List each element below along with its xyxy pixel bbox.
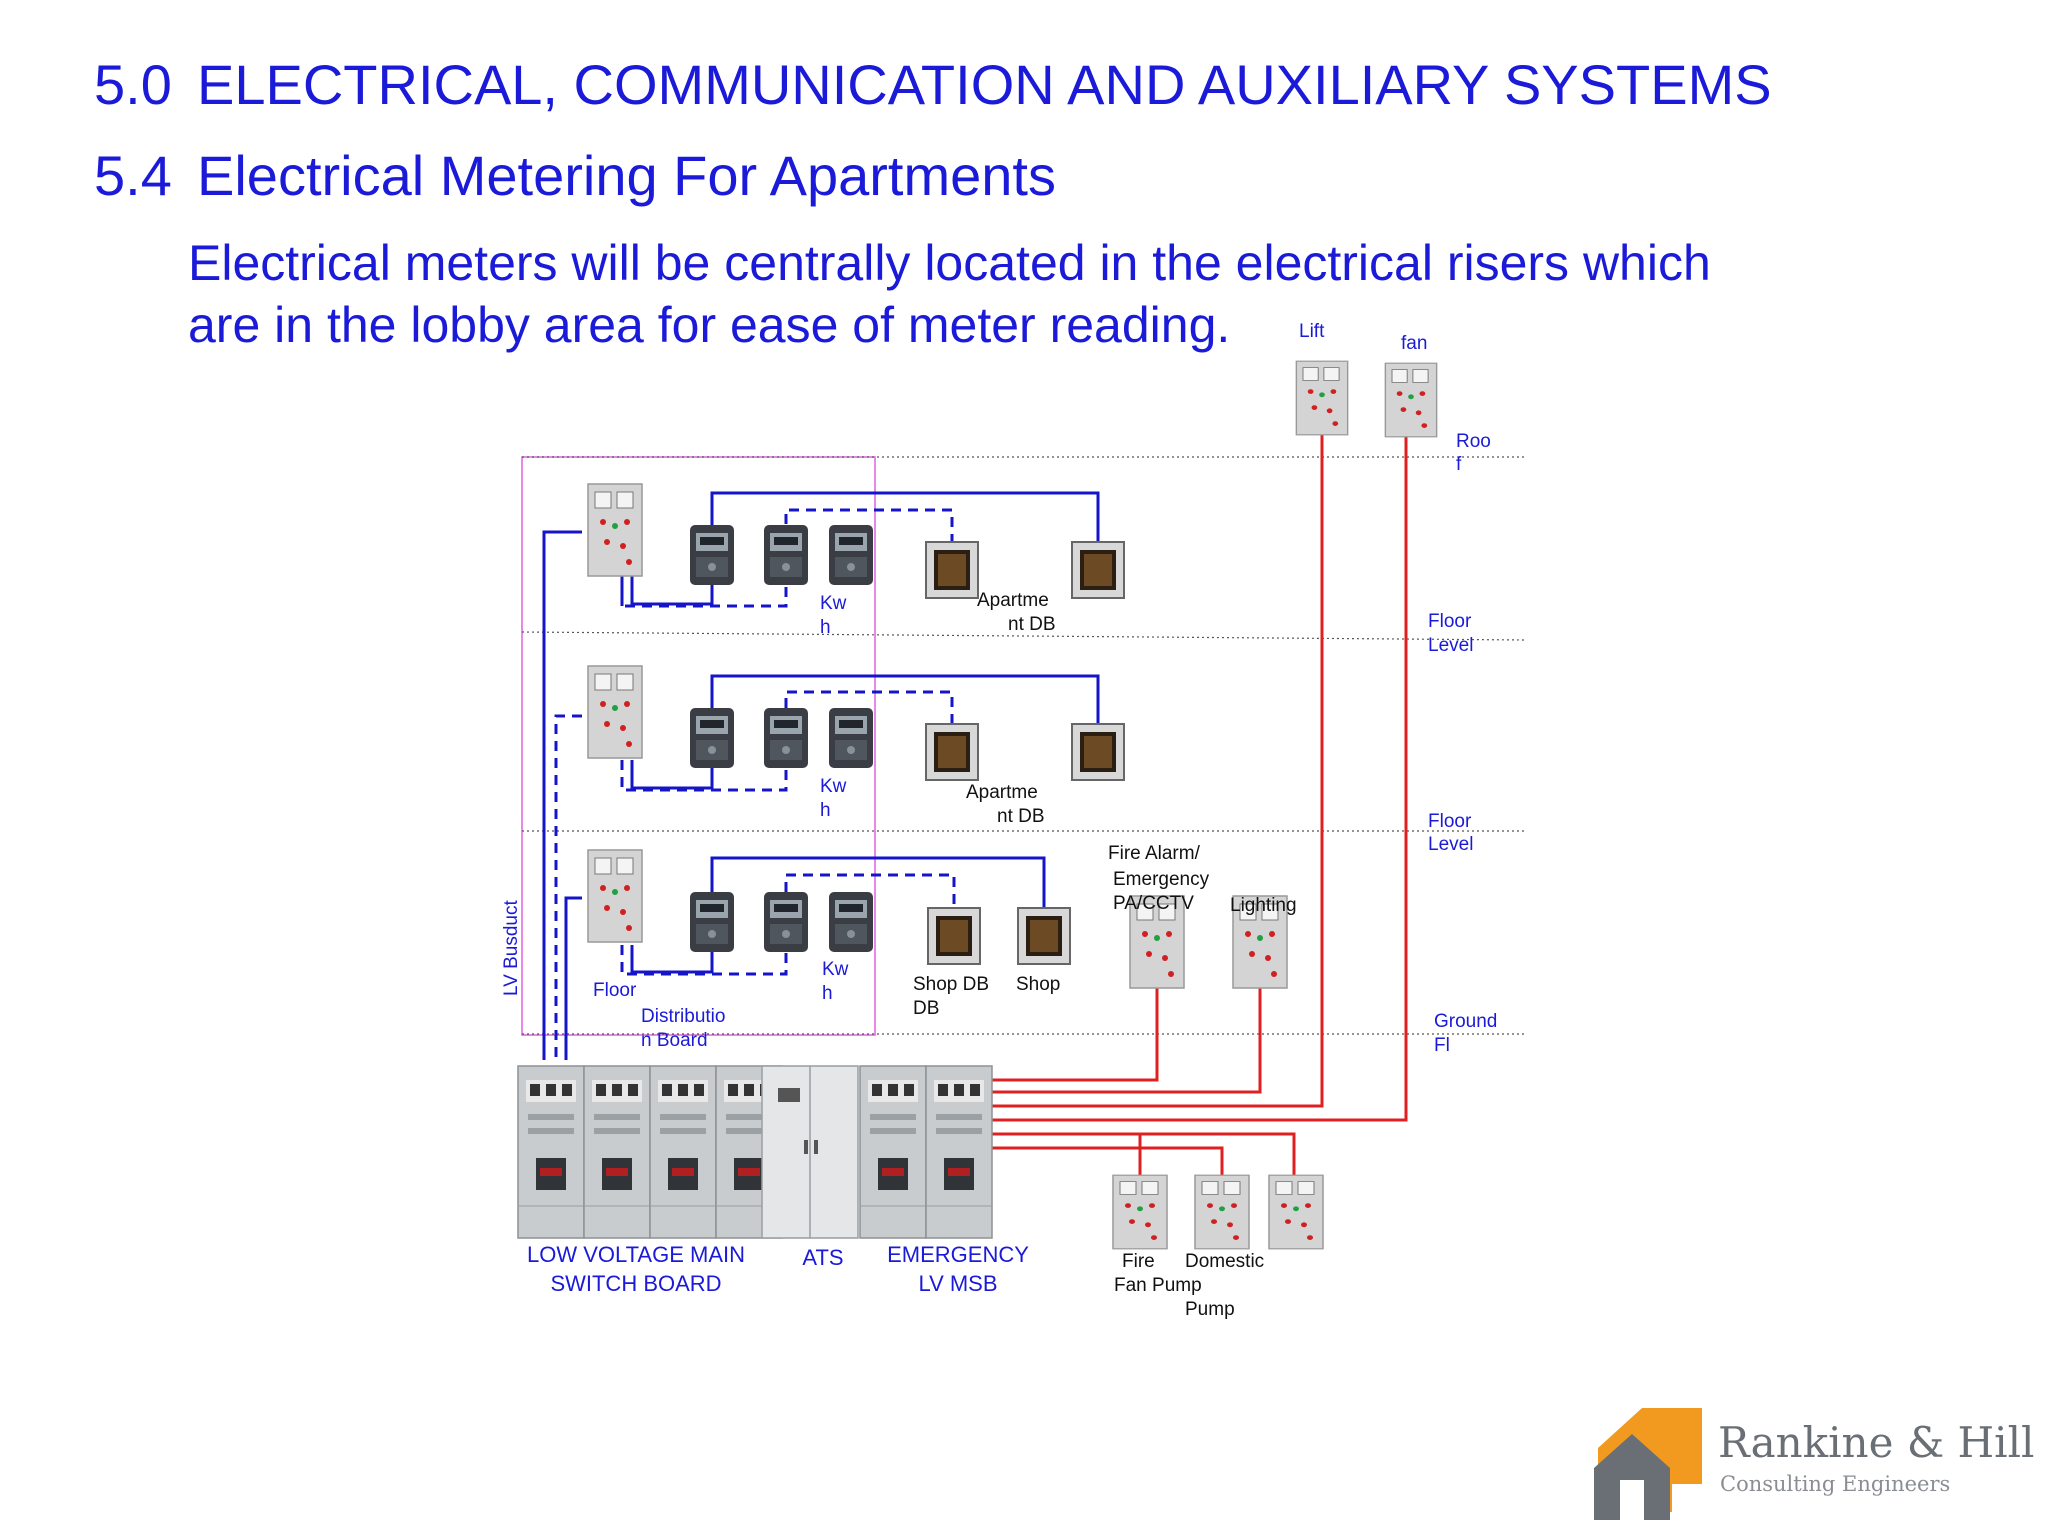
section-title: ELECTRICAL, COMMUNICATION AND AUXILIARY …	[197, 53, 1772, 116]
label-ground-b: Fl	[1434, 1035, 1450, 1056]
label-fire-alarm-1: Fire Alarm/	[1108, 843, 1200, 864]
label-emergency-line-1: EMERGENCY	[887, 1242, 1029, 1267]
label-floor-level-2a: Floor	[1428, 811, 1472, 832]
paragraph-line-2: are in the lobby area for ease of meter …	[188, 297, 1231, 353]
label-fire-alarm-2: Emergency	[1113, 869, 1210, 890]
label-lighting: Lighting	[1230, 895, 1297, 916]
label-kwh-3a: Kw	[822, 959, 849, 980]
floor-lines	[521, 456, 1526, 1035]
label-kwh-2b: h	[820, 800, 831, 821]
logo-name: Rankine & Hill	[1718, 1418, 2035, 1467]
essential-feeders	[992, 434, 1408, 1176]
label-apartment-db-2a: Apartme	[966, 782, 1038, 803]
label-fire-alarm-3: PA/CCTV	[1113, 893, 1194, 914]
paragraph-line-1: Electrical meters will be centrally loca…	[188, 235, 1711, 291]
subsection-title: Electrical Metering For Apartments	[197, 144, 1056, 207]
label-lv-busduct: LV Busduct	[501, 900, 522, 996]
label-fan: fan	[1401, 333, 1428, 354]
label-emergency-line-2: LV MSB	[918, 1271, 998, 1296]
section-heading: 5.0 ELECTRICAL, COMMUNICATION AND AUXILIA…	[94, 52, 1772, 117]
label-ats: ATS	[802, 1245, 844, 1270]
label-kwh-1b: h	[820, 617, 831, 638]
section-number: 5.0	[94, 53, 172, 116]
label-lv-msb-line-1: LOW VOLTAGE MAIN	[527, 1242, 745, 1267]
label-floor: Floor	[593, 980, 637, 1001]
label-floor-level-1a: Floor	[1428, 611, 1472, 632]
label-domestic-pump-a: Domestic	[1185, 1251, 1265, 1272]
label-kwh-2a: Kw	[820, 776, 847, 797]
label-ground-a: Ground	[1434, 1011, 1498, 1032]
pump-panels	[1112, 1174, 1324, 1250]
logo-house-icon	[1594, 1408, 1702, 1520]
subsection-number: 5.4	[94, 144, 172, 207]
label-lv-msb-line-2: SWITCH BOARD	[550, 1271, 722, 1296]
label-roof-b: f	[1456, 454, 1462, 475]
label-floor-level-1b: Level	[1428, 635, 1474, 656]
label-emergency-lv-msb: EMERGENCY LV MSB	[878, 1240, 1038, 1298]
logo-tagline: Consulting Engineers	[1720, 1472, 1951, 1496]
label-distribution-a: Distributio	[641, 1006, 726, 1027]
label-kwh-3b: h	[822, 983, 833, 1004]
rankine-hill-logo: Rankine & Hill Consulting Engineers	[1590, 1400, 2034, 1526]
label-kwh-1a: Kw	[820, 593, 847, 614]
label-apartment-db-1b: nt DB	[1008, 614, 1056, 635]
label-domestic-pump-b: Pump	[1185, 1299, 1235, 1320]
intro-paragraph: Electrical meters will be centrally loca…	[188, 232, 1711, 356]
label-roof-a: Roo	[1456, 431, 1491, 452]
label-apartment-db-1a: Apartme	[977, 590, 1049, 611]
busduct-risers	[542, 530, 582, 1060]
roof-panels	[1295, 360, 1438, 438]
label-lift: Lift	[1299, 321, 1325, 342]
subsection-heading: 5.4 Electrical Metering For Apartments	[94, 143, 1056, 208]
ats-cabinet	[761, 1065, 859, 1239]
kwh-meters	[690, 525, 873, 952]
label-shop: Shop	[1016, 974, 1061, 995]
label-distribution-b: n Board	[641, 1030, 708, 1051]
label-fire-fan-pump-a: Fire	[1122, 1251, 1155, 1272]
label-shop-db-b: DB	[913, 998, 940, 1019]
label-floor-level-2b: Level	[1428, 834, 1474, 855]
busduct-riser-dashed	[554, 714, 582, 1060]
label-shop-db-a: Shop DB	[913, 974, 990, 995]
emergency-lv-msb	[859, 1065, 993, 1239]
lv-main-switchboard	[517, 1065, 783, 1239]
floor-distribution-boards	[587, 483, 643, 943]
label-fire-fan-pump-b: Fan Pump	[1114, 1275, 1202, 1296]
label-apartment-db-2b: nt DB	[997, 806, 1045, 827]
label-lv-main-switchboard: LOW VOLTAGE MAIN SWITCH BOARD	[518, 1240, 754, 1298]
